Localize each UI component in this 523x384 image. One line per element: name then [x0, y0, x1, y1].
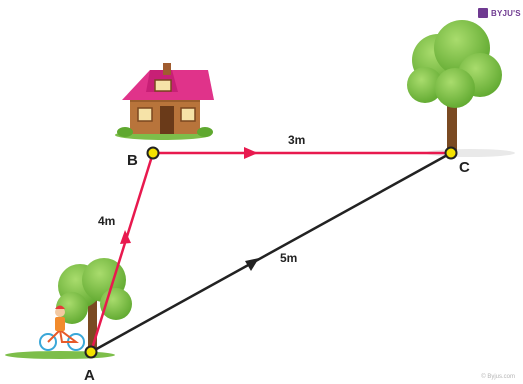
label-ac-length: 5m: [280, 251, 297, 265]
cyclist-icon: [39, 305, 85, 351]
point-b: [146, 146, 160, 160]
segment-ab: [89, 152, 155, 353]
tree-icon: [407, 20, 502, 152]
label-c: C: [459, 159, 470, 176]
house-icon: [117, 63, 214, 137]
ground-patch-a: [5, 351, 115, 359]
logo-text: BYJU'S: [491, 8, 521, 18]
arrow-ab-icon: [120, 230, 131, 244]
label-a: A: [84, 367, 95, 384]
footer-watermark: © Byjus.com: [481, 374, 515, 380]
label-ab-length: 4m: [98, 214, 115, 228]
label-bc-length: 3m: [288, 133, 305, 147]
point-a: [84, 345, 98, 359]
label-b: B: [127, 152, 138, 169]
byjus-logo: BYJU'S: [478, 8, 521, 18]
logo-mark-icon: [478, 8, 488, 18]
point-c: [444, 146, 458, 160]
arrow-ac-icon: [245, 258, 259, 271]
segment-ac: [90, 151, 452, 354]
arrow-bc-icon: [244, 147, 258, 159]
